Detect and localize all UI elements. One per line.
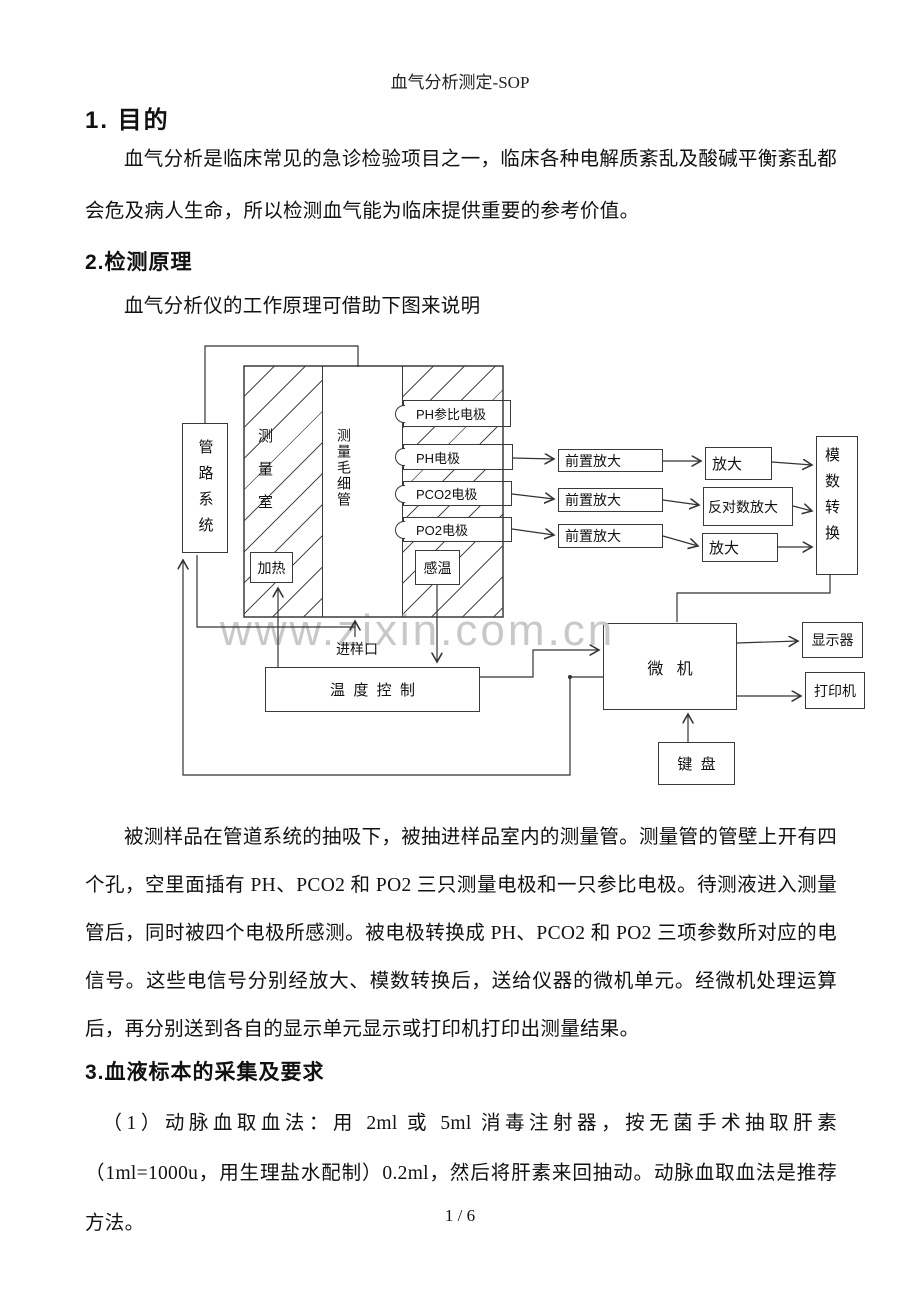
antilog-amplifier-box: 反对数放大 [703, 487, 793, 526]
temperature-control-box: 温 度 控 制 [265, 667, 480, 712]
amplifier-1-label: 放大 [712, 456, 743, 473]
ph-electrode-label: PH电极 [416, 450, 461, 466]
amplifier-2-label: 放大 [709, 540, 740, 557]
heater-label: 加热 [257, 559, 286, 576]
printer-label: 打印机 [814, 682, 856, 699]
temperature-control-label: 温 度 控 制 [329, 682, 415, 699]
section-1-heading: 1. 目的 [85, 107, 170, 134]
section-2-heading: 2.检测原理 [85, 251, 193, 274]
adc-box: 模数转换 [816, 436, 858, 575]
heater-box: 加热 [250, 552, 293, 583]
adc-label: 模数转换 [823, 447, 840, 551]
temp-sensor-label: 感温 [423, 559, 452, 576]
section-3-paragraph: （1）动脉血取血法：用 2ml 或 5ml 消毒注射器，按无菌手术抽取肝素（1m… [85, 1113, 837, 1234]
pco2-electrode-box: PCO2电极 [403, 481, 512, 506]
capillary-label: 测量毛细管 [336, 428, 352, 508]
section-2-intro: 血气分析仪的工作原理可借助下图来说明 [124, 296, 481, 317]
ph-electrode-box: PH电极 [403, 444, 513, 470]
preamp-3-label: 前置放大 [565, 528, 621, 544]
amplifier-1-box: 放大 [705, 447, 772, 480]
pipeline-system-label: 管路系统 [196, 439, 214, 543]
ph-reference-electrode-box: PH参比电极 [403, 400, 511, 427]
keyboard-label: 键 盘 [677, 756, 716, 773]
printer-box: 打印机 [805, 672, 865, 709]
watermark-text: www.zixin.com.cn [220, 606, 616, 655]
keyboard-box: 键 盘 [658, 742, 735, 785]
chamber-label: 测量室 [256, 428, 273, 527]
computer-box: 微 机 [603, 623, 737, 710]
preamp-3-box: 前置放大 [558, 524, 663, 548]
po2-electrode-label: PO2电极 [416, 523, 469, 538]
computer-label: 微 机 [647, 660, 693, 678]
preamp-1-label: 前置放大 [565, 452, 621, 469]
section-2-paragraph: 被测样品在管道系统的抽吸下，被抽进样品室内的测量管。测量管的管壁上开有四个孔，空… [85, 827, 837, 1040]
antilog-amplifier-label: 反对数放大 [708, 498, 778, 515]
preamp-1-box: 前置放大 [558, 449, 663, 472]
display-label: 显示器 [811, 632, 854, 648]
temp-sensor-box: 感温 [415, 550, 460, 585]
ph-reference-electrode-label: PH参比电极 [416, 407, 487, 422]
section-3-heading: 3.血液标本的采集及要求 [85, 1061, 325, 1084]
display-box: 显示器 [802, 622, 863, 658]
po2-electrode-box: PO2电极 [403, 517, 512, 542]
pipeline-system-box: 管路系统 [182, 423, 228, 553]
section-1-paragraph: 血气分析是临床常见的急诊检验项目之一，临床各种电解质紊乱及酸碱平衡紊乱都会危及病… [85, 149, 837, 222]
document-header-title: 血气分析测定-SOP [390, 73, 530, 92]
sample-inlet-label: 进样口 [336, 641, 378, 657]
preamp-2-box: 前置放大 [558, 488, 663, 512]
pco2-electrode-label: PCO2电极 [416, 487, 478, 502]
preamp-2-label: 前置放大 [565, 492, 621, 508]
amplifier-2-box: 放大 [702, 533, 778, 562]
page-number: 1 / 6 [444, 1206, 476, 1225]
